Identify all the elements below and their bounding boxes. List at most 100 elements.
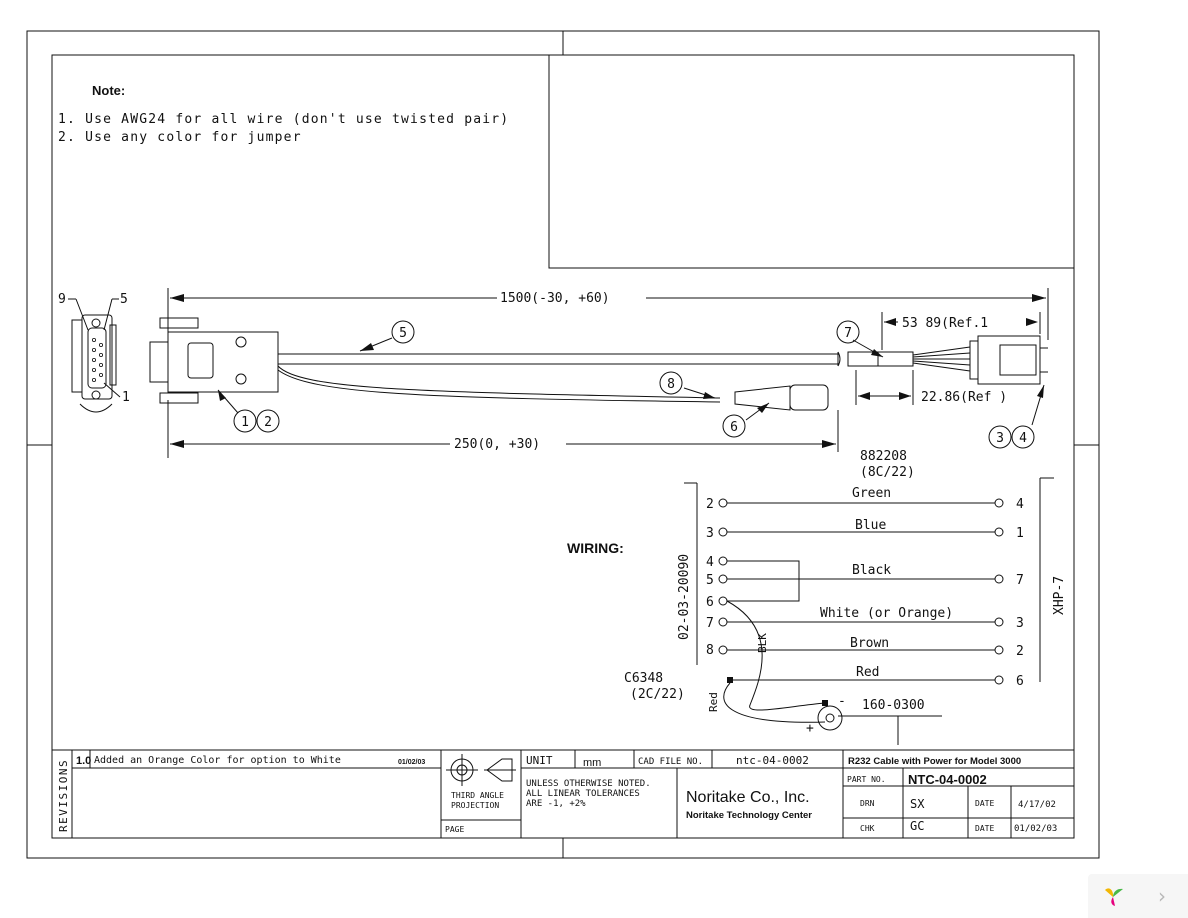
right-wire-spec: (8C/22)	[860, 465, 915, 480]
power-wire-spec: (2C/22)	[630, 687, 685, 702]
dimension-branch	[167, 400, 839, 458]
svg-text:8: 8	[706, 643, 714, 658]
chk-date: 01/02/03	[1014, 824, 1057, 834]
svg-text:7: 7	[706, 616, 714, 631]
revisions-label: REVISIONS	[57, 759, 70, 832]
pin-leader-9b	[75, 298, 89, 331]
blank-box	[548, 54, 1075, 269]
viewer-badge: ›	[1088, 874, 1188, 918]
wire-color-labels: Green Blue Black White (or Orange) Brown…	[820, 486, 953, 680]
balloon-4: 4	[1011, 425, 1035, 449]
company-name: Noritake Co., Inc.	[686, 789, 810, 806]
plus-sign: +	[806, 721, 814, 736]
power-jack-outer	[817, 705, 843, 731]
chevron-right-icon[interactable]: ›	[1158, 884, 1166, 908]
svg-text:Black: Black	[852, 563, 891, 578]
svg-text:Green: Green	[852, 486, 891, 501]
balloon-1: 1	[233, 409, 257, 433]
svg-text:Blue: Blue	[855, 518, 886, 533]
svg-text:2: 2	[1016, 644, 1024, 659]
minus-sign: -	[838, 694, 846, 709]
left-pin-circles	[718, 498, 728, 655]
svg-text:Red: Red	[856, 665, 879, 680]
svg-text:4: 4	[1016, 497, 1024, 512]
note-line-1: 1. Use AWG24 for all wire (don't use twi…	[58, 112, 509, 127]
part-label: PART NO.	[847, 775, 886, 784]
svg-text:2: 2	[264, 415, 272, 430]
tolerance-line-3: ARE -1, +2%	[526, 799, 586, 809]
projection-line-2: PROJECTION	[451, 801, 499, 810]
pin-leader-5b	[103, 298, 113, 331]
note-line-2: 2. Use any color for jumper	[58, 130, 302, 145]
projection-line-1: THIRD ANGLE	[451, 791, 504, 800]
svg-text:1: 1	[1016, 526, 1024, 541]
red-wire-end	[727, 677, 733, 683]
wiring-title: WIRING:	[567, 540, 624, 556]
drawing-title: R232 Cable with Power for Model 3000	[848, 756, 1021, 767]
svg-text:5: 5	[399, 326, 407, 341]
page-label: PAGE	[445, 825, 464, 834]
dimension-overall	[167, 288, 1049, 340]
jumper-wire	[727, 560, 800, 602]
chk-label: CHK	[860, 824, 875, 833]
balloon-leaders	[217, 337, 1045, 426]
black-wire-end	[822, 700, 828, 706]
company-sub: Noritake Technology Center	[686, 810, 812, 821]
balloon-7: 7	[836, 320, 860, 344]
balloon-3: 3	[988, 425, 1012, 449]
svg-text:6: 6	[730, 420, 738, 435]
tolerance-line-1: UNLESS OTHERWISE NOTED.	[526, 779, 651, 789]
red-power-wire	[723, 682, 826, 723]
svg-text:7: 7	[844, 326, 852, 341]
viewer-logo-icon	[1105, 888, 1123, 906]
chk-value: GC	[910, 819, 924, 833]
db9-side-view	[149, 317, 279, 404]
svg-text:8: 8	[667, 377, 675, 392]
dim-overall-length: 1500(-30, +60)	[500, 291, 610, 306]
balloon-2: 2	[256, 409, 280, 433]
tolerance-line-2: ALL LINEAR TOLERANCES	[526, 789, 640, 799]
pin-label-5: 5	[120, 292, 128, 307]
wire-lines	[727, 502, 995, 681]
cad-value: ntc-04-0002	[736, 754, 809, 767]
dim-header-length: 22.86(Ref )	[921, 390, 1007, 405]
dimension-strip	[881, 312, 1041, 350]
drn-label: DRN	[860, 799, 875, 808]
balloon-5: 5	[391, 320, 415, 344]
power-part-number: C6348	[624, 671, 663, 686]
svg-text:6: 6	[1016, 674, 1024, 689]
right-connector-label: XHP-7	[1052, 576, 1067, 615]
db9-end-view	[71, 314, 117, 413]
rev-description: Added an Orange Color for option to Whit…	[94, 755, 341, 766]
drawing-frame	[51, 54, 1075, 839]
svg-text:1: 1	[241, 415, 249, 430]
drn-date-label: DATE	[975, 799, 994, 808]
svg-text:Brown: Brown	[850, 636, 889, 651]
main-cable	[278, 335, 1048, 385]
svg-text:6: 6	[706, 595, 714, 610]
dim-strip-length: 53 89(Ref.1	[902, 316, 988, 331]
drn-date: 4/17/02	[1018, 800, 1056, 810]
right-pin-circles	[994, 498, 1004, 685]
blk-label: BLK	[756, 633, 769, 653]
svg-text:5: 5	[706, 573, 714, 588]
power-jack-inner	[825, 713, 835, 723]
left-pin-list: 2 3 4 5 6 7 8	[706, 497, 714, 658]
third-angle-symbol	[446, 754, 516, 786]
dim-branch-length: 250(0, +30)	[454, 437, 540, 452]
power-branch	[277, 365, 829, 411]
svg-text:7: 7	[1016, 573, 1024, 588]
unit-value: mm	[583, 757, 601, 769]
svg-text:3: 3	[1016, 616, 1024, 631]
drn-value: SX	[910, 797, 925, 811]
pin-leader-1	[103, 382, 121, 398]
balloon-8: 8	[659, 371, 683, 395]
title-block	[51, 749, 1075, 839]
svg-text:3: 3	[706, 526, 714, 541]
chk-date-label: DATE	[975, 824, 994, 833]
left-connector-label: 02-03-20090	[677, 554, 692, 640]
red-label: Red	[707, 692, 720, 712]
note-heading: Note:	[92, 83, 125, 98]
svg-text:4: 4	[1019, 431, 1027, 446]
